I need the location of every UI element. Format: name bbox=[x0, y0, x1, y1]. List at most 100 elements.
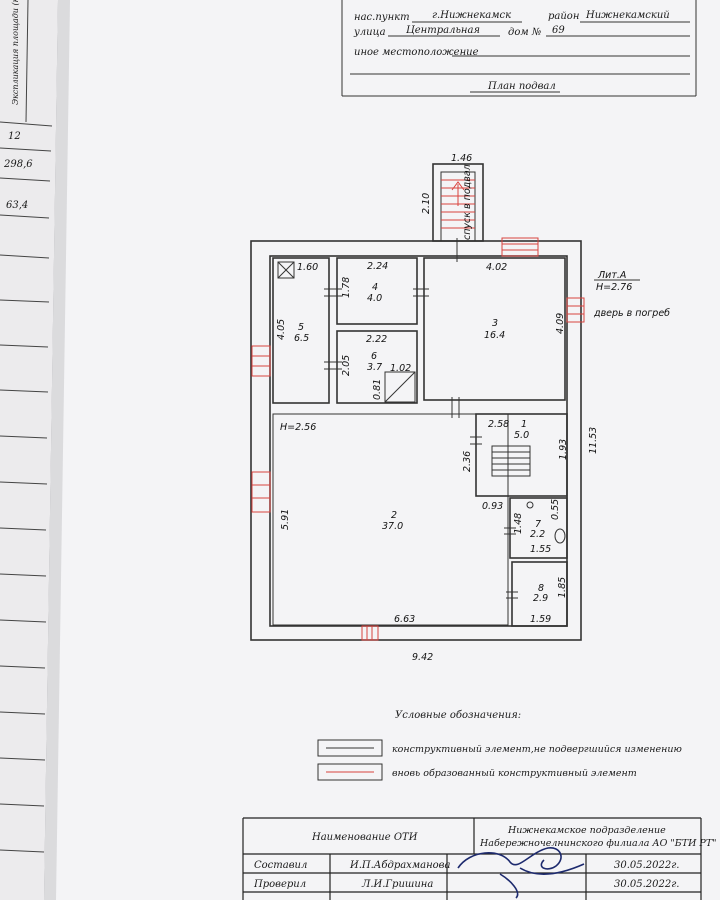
room-8-number: 8 bbox=[538, 583, 544, 594]
room-2-w2: 0.93 bbox=[482, 501, 503, 512]
stamp-org-line2: Набережночелнинского филиала АО "БТИ РТ" bbox=[479, 838, 717, 849]
room-5-area: 6.5 bbox=[294, 333, 309, 344]
toilet-icon bbox=[554, 528, 566, 544]
room-2-number: 2 bbox=[391, 510, 397, 521]
liter-label: Лит.А bbox=[597, 270, 626, 281]
room-6-outline bbox=[336, 330, 418, 404]
left-page-vertical-text: Экспликация площади (кв.м) bbox=[11, 0, 20, 105]
room-1-number: 1 bbox=[521, 419, 527, 430]
room-8-outline bbox=[511, 561, 568, 627]
room-6-niche bbox=[384, 371, 416, 403]
header-block bbox=[341, 0, 697, 97]
room-3-area: 16.4 bbox=[484, 330, 505, 341]
room-2-width: 6.63 bbox=[394, 614, 415, 625]
room-6-area: 3.7 bbox=[367, 362, 382, 373]
door-marks bbox=[324, 238, 518, 599]
room-2-outline bbox=[272, 413, 509, 626]
room-1-stair bbox=[491, 445, 531, 477]
room-5-number: 5 bbox=[298, 322, 304, 333]
left-cell-3: 63,4 bbox=[6, 200, 28, 211]
house-value: 69 bbox=[552, 25, 565, 36]
room-5-height: 4.05 bbox=[276, 319, 287, 340]
stamp-checked-label: Проверил bbox=[253, 879, 306, 890]
main-page bbox=[44, 0, 720, 900]
plan-title: План подвал bbox=[487, 81, 556, 92]
liter-height: H=2.76 bbox=[596, 282, 632, 293]
room-4-area: 4.0 bbox=[367, 293, 382, 304]
district-value: Нижнекамский bbox=[585, 10, 670, 21]
left-page-table bbox=[0, 0, 53, 853]
legend-item-existing: конструктивный элемент,не подвергшийся и… bbox=[392, 744, 682, 755]
outer-width-dim: 9.42 bbox=[412, 652, 433, 663]
stair-length-dim: 2.10 bbox=[421, 193, 432, 214]
settlement-value: г.Нижнекамск bbox=[432, 10, 511, 21]
page-fold-shadow bbox=[44, 0, 70, 900]
room-1-outline bbox=[475, 413, 568, 497]
room-1-width: 2.58 bbox=[488, 419, 509, 430]
room-4-outline bbox=[336, 257, 418, 325]
street-value: Центральная bbox=[406, 25, 480, 36]
district-label: район bbox=[548, 11, 579, 22]
stair-width-dim: 1.46 bbox=[451, 153, 472, 164]
floor-plan bbox=[250, 163, 585, 641]
room-4-width: 2.24 bbox=[367, 261, 388, 272]
room-7-h2: 0.55 bbox=[550, 499, 561, 520]
house-label: дом № bbox=[508, 27, 541, 38]
door-note: дверь в погреб bbox=[593, 308, 670, 319]
stamp-compiled-date: 30.05.2022г. bbox=[614, 860, 680, 871]
room-2-area: 37.0 bbox=[382, 521, 403, 532]
stair-arrow-icon bbox=[451, 181, 465, 206]
room-6-height: 2.05 bbox=[341, 355, 352, 376]
room-1-area: 5.0 bbox=[514, 430, 529, 441]
legend-title: Условные обозначения: bbox=[395, 710, 521, 721]
room-3-number: 3 bbox=[492, 318, 498, 329]
stair-entrance-inner bbox=[440, 171, 476, 242]
settlement-label: нас.пункт bbox=[354, 12, 410, 23]
left-cell-1: 12 bbox=[8, 131, 21, 142]
stamp-checked-date: 30.05.2022г. bbox=[614, 879, 680, 890]
legend-swatch-existing bbox=[317, 739, 383, 757]
room-3-height: 4.09 bbox=[555, 313, 566, 334]
stamp-compiled-name: И.П.Абдрахманова bbox=[349, 860, 450, 871]
other-location-label: иное местоположение bbox=[354, 47, 479, 58]
left-page bbox=[0, 0, 58, 900]
legend-swatch-new bbox=[317, 763, 383, 781]
room-3-width: 4.02 bbox=[486, 262, 507, 273]
room-8-width: 1.59 bbox=[530, 614, 551, 625]
stamp-checked-name: Л.И.Гришина bbox=[361, 879, 433, 890]
signature bbox=[457, 847, 585, 899]
room-7-width: 1.55 bbox=[530, 544, 551, 555]
room-8-area: 2.9 bbox=[533, 593, 548, 604]
room-7-number: 7 bbox=[535, 519, 541, 530]
room-4-number: 4 bbox=[372, 282, 378, 293]
room-5-outline bbox=[272, 257, 330, 404]
main-height: H=2.56 bbox=[280, 422, 316, 433]
room-1-h2: 2.36 bbox=[462, 451, 473, 472]
room-7-height: 1.48 bbox=[513, 513, 524, 534]
room-1-stair-steps bbox=[492, 451, 530, 471]
room-5-width: 1.60 bbox=[297, 262, 318, 273]
wall-openings bbox=[251, 237, 585, 641]
outer-wall-outer bbox=[250, 240, 582, 641]
street-label: улица bbox=[353, 27, 386, 38]
room-6-width: 2.22 bbox=[366, 334, 387, 345]
stamp-oti-label: Наименование ОТИ bbox=[311, 832, 418, 843]
stamp-compiled-label: Составил bbox=[254, 860, 307, 871]
room-6-extra-dim: 1.02 bbox=[390, 363, 411, 374]
room-6-extra-dim-2: 0.81 bbox=[372, 379, 383, 400]
room-7-area: 2.2 bbox=[530, 529, 545, 540]
stamp-org-line1: Нижнекамское подразделение bbox=[507, 825, 666, 836]
sink-icon bbox=[526, 501, 534, 509]
vent-icon bbox=[277, 261, 295, 279]
room-3-outline bbox=[423, 257, 566, 401]
left-cell-2: 298,6 bbox=[3, 159, 33, 170]
room-4-height: 1.78 bbox=[341, 277, 352, 298]
room-6-number: 6 bbox=[371, 351, 377, 362]
room-1-height: 1.93 bbox=[558, 439, 569, 460]
stair-note: спуск в подвал bbox=[462, 164, 473, 240]
stamp-table bbox=[242, 817, 702, 900]
room-2-height: 5.91 bbox=[280, 509, 291, 530]
outer-height-dim: 11.53 bbox=[588, 427, 599, 454]
room-8-height: 1.85 bbox=[557, 577, 568, 598]
